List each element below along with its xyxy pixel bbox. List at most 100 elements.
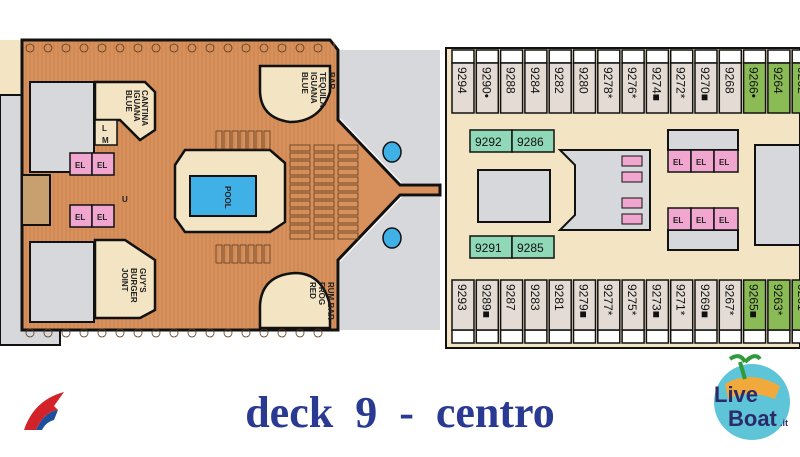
cabin-9280[interactable]: 9280 [572,49,597,114]
svg-text:RED: RED [308,282,317,299]
svg-text:9261: 9261 [795,284,800,311]
carnival-logo [24,392,64,430]
svg-text:RUM BAR: RUM BAR [326,282,335,320]
svg-text:BLUE: BLUE [124,90,133,112]
svg-text:9266•: 9266• [747,67,761,98]
svg-text:EL: EL [696,216,706,225]
cabin-9269[interactable]: 9269■ [694,279,718,344]
svg-text:BAR: BAR [327,72,336,90]
cabin-9271[interactable]: 9271* [669,279,694,344]
svg-text:JOINT: JOINT [120,268,129,292]
cabin-9289[interactable]: 9289■ [475,279,500,344]
atrium [557,149,651,231]
svg-text:9282: 9282 [552,67,566,94]
cabin-9292[interactable]: 9292 [475,135,502,149]
svg-text:GUY'S: GUY'S [138,268,147,293]
svg-text:9288: 9288 [504,67,518,94]
cabin-9277[interactable]: 9277* [597,279,621,344]
hot-tub-bottom [382,227,402,249]
svg-text:9290•: 9290• [479,67,493,98]
cabin-9290[interactable]: 9290• [475,49,500,114]
cabin-9284[interactable]: 9284 [524,49,548,114]
svg-text:9269■: 9269■ [698,284,712,318]
gray-room-bottom [667,229,739,251]
interior-block-bottom [29,241,95,323]
cabin-9270[interactable]: 9270■ [694,49,718,114]
cabin-9293[interactable]: 9293 [451,279,475,344]
pool-label: POOL [223,186,232,209]
svg-text:9268: 9268 [722,67,736,94]
elevators-left: EL EL EL EL [69,152,115,228]
cabin-9266[interactable]: 9266• [742,49,767,114]
svg-text:9264: 9264 [771,67,785,94]
restroom-m: M [102,136,109,145]
svg-text:EL: EL [75,161,85,170]
cabin-9276[interactable]: 9276* [621,49,645,114]
svg-text:EL: EL [719,216,729,225]
inner-cabins: 9292 9286 9291 9285 [469,129,555,259]
cabin-9267[interactable]: 9267* [718,279,743,344]
cabin-9283[interactable]: 9283 [524,279,548,344]
svg-text:EL: EL [719,158,729,167]
blue-iguana-tequila-bar-label: BLUE IGUANA TEQUILA BAR [300,72,336,107]
deck-title: deck 9 - centro [245,388,555,437]
svg-text:EL: EL [696,158,706,167]
svg-text:EL: EL [673,158,683,167]
svg-text:BURGER: BURGER [129,268,138,303]
cabin-9278[interactable]: 9278* [597,49,621,114]
restroom-u: U [122,195,128,204]
cabin-9275[interactable]: 9275* [621,279,645,344]
cabin-9287[interactable]: 9287 [499,279,524,344]
svg-text:9276*: 9276* [625,67,639,99]
pool [189,175,257,217]
liveboat-wordmark-boat: Boat [728,406,778,431]
svg-text:CANTINA: CANTINA [140,90,149,126]
cabin-9281[interactable]: 9281 [548,279,572,344]
cabin-9294[interactable]: 9294 [451,49,475,114]
red-frog-rum-bar-label: RED FROG RUM BAR [308,282,335,320]
cabin-9282[interactable]: 9282 [548,49,572,114]
svg-text:9263*: 9263* [771,284,785,316]
cabin-9272[interactable]: 9272* [669,49,694,114]
svg-text:9265■: 9265■ [747,284,761,318]
svg-text:9267*: 9267* [722,284,736,316]
cabin-9263[interactable]: 9263* [767,279,791,344]
svg-text:9280: 9280 [577,67,591,94]
svg-text:9270■: 9270■ [698,67,712,101]
cabin-9273[interactable]: 9273■ [645,279,670,344]
svg-text:9283: 9283 [528,284,542,311]
cabin-9291[interactable]: 9291 [475,241,502,255]
svg-text:9294: 9294 [455,67,469,94]
cabin-9286[interactable]: 9286 [517,135,544,149]
svg-text:EL: EL [673,216,683,225]
cabin-9261[interactable]: 9261 [791,279,800,344]
svg-text:9279■: 9279■ [577,284,591,318]
cabin-9285[interactable]: 9285 [517,241,544,255]
stairwell-right [754,144,800,246]
svg-text:TEQUILA: TEQUILA [318,72,327,107]
svg-text:EL: EL [75,213,85,222]
cabin-9262[interactable]: 9262 [791,49,800,114]
service-room [477,169,551,223]
cabin-9274[interactable]: 9274■ [645,49,670,114]
atrium-elevators [621,155,643,225]
svg-text:.it: .it [780,418,788,428]
red-frog-rum-bar [258,271,332,330]
liveboat-logo: Live Boat .it [714,354,790,440]
cabin-9265[interactable]: 9265■ [742,279,767,344]
cabin-9279[interactable]: 9279■ [572,279,597,344]
restroom-l: L [102,124,107,133]
guys-burger-joint-label: GUY'S BURGER JOINT [120,268,147,303]
deck-loungers [25,43,359,338]
liveboat-wordmark-live: Live [714,382,758,407]
svg-text:EL: EL [97,161,107,170]
cabin-9264[interactable]: 9264 [767,49,791,114]
cabins-top: 9294 9290• 9288 9284 9282 9280 9278* 9276* 9274■… [451,49,800,114]
hot-tub-top [382,141,402,163]
cabin-9288[interactable]: 9288 [499,49,524,114]
svg-text:9272*: 9272* [674,67,688,99]
svg-text:IGUANA: IGUANA [132,90,141,122]
svg-text:9273■: 9273■ [649,284,663,318]
cabin-9268[interactable]: 9268 [718,49,743,114]
blue-iguana-cantina-label: BLUE IGUANA CANTINA [124,90,149,126]
